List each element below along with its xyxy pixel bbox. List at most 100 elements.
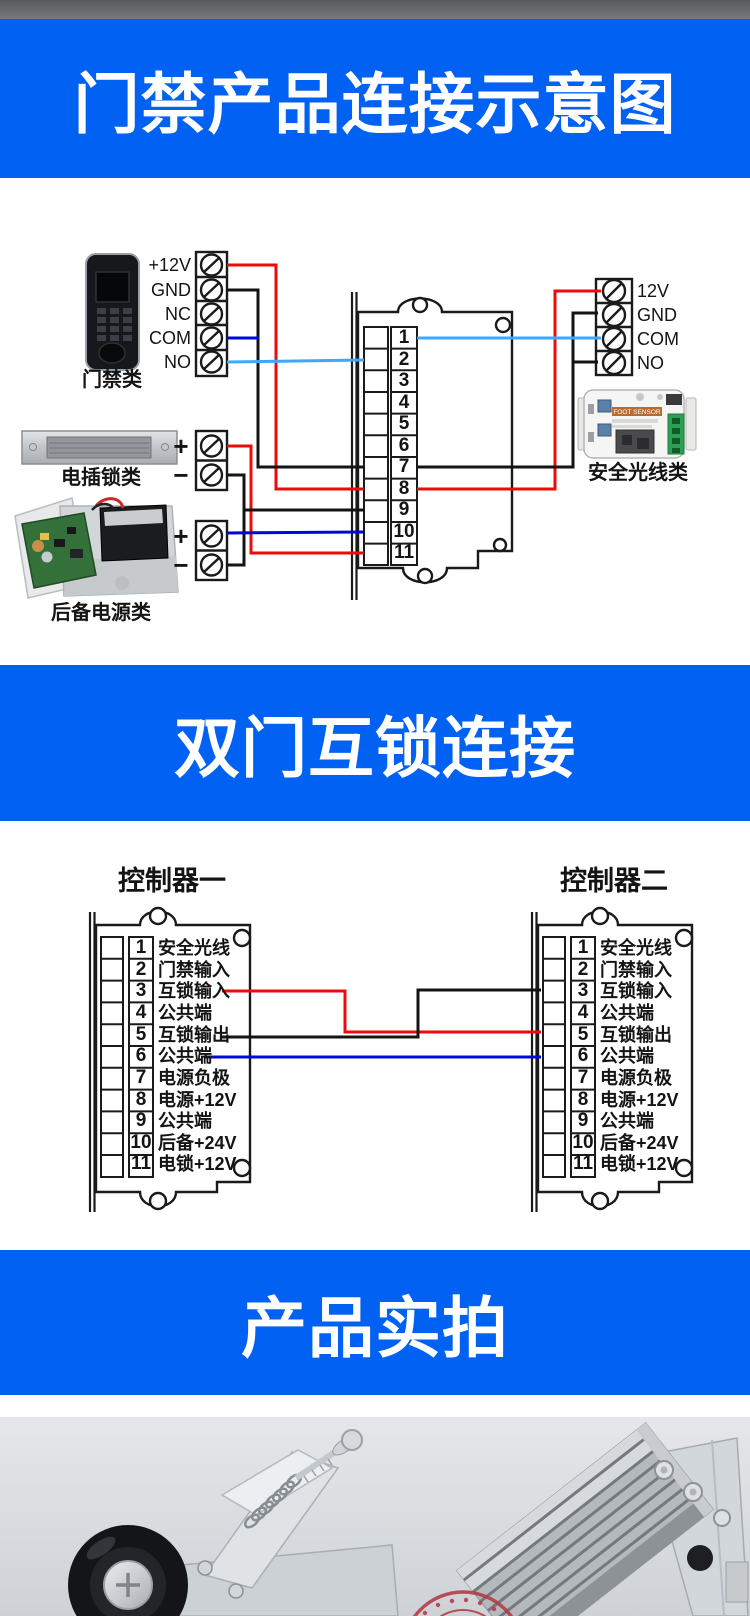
- wires-diagram1: [226, 263, 601, 567]
- wire-lightblue-reader-no: [226, 358, 365, 364]
- c1-row-label: 电锁+12V: [158, 1154, 237, 1174]
- banner-section1: 门禁产品连接示意图: [0, 19, 750, 178]
- c1-row-num: 4: [135, 1002, 147, 1023]
- maglock-caption: 电插锁类: [61, 467, 141, 489]
- c2-row-label: 公共端: [600, 1111, 654, 1131]
- c1-row-num: 9: [135, 1110, 147, 1131]
- backup-minus-sign: −: [173, 550, 189, 580]
- banner-section3: 产品实拍: [0, 1250, 750, 1395]
- banner-section2-title: 双门互锁连接: [174, 711, 576, 785]
- c1-row-num: 7: [135, 1067, 147, 1088]
- reader-terminal-label: GND: [151, 280, 191, 300]
- reader-caption: 门禁类: [82, 369, 142, 391]
- terminal-number: 11: [393, 542, 415, 563]
- backup-plus-sign: +: [173, 521, 189, 551]
- c2-row-num: 11: [572, 1153, 594, 1174]
- reader-terminal-label: NO: [164, 352, 191, 372]
- c2-row-num: 6: [577, 1045, 589, 1066]
- c1-row-label: 互锁输出: [158, 1025, 230, 1045]
- terminal-number: 8: [398, 478, 410, 499]
- terminal-number: 2: [398, 349, 410, 370]
- c2-row-num: 3: [577, 980, 589, 1001]
- controller2-terminal-grid: [542, 936, 596, 1178]
- red-seal-stamp-icon: [412, 1590, 514, 1616]
- c2-row-label: 电源+12V: [600, 1090, 679, 1110]
- controller2-title: 控制器二: [560, 866, 668, 896]
- c2-row-label: 安全光线: [600, 938, 672, 958]
- wires-diagram2: [205, 988, 541, 1059]
- sensor-caption: 安全光线类: [588, 462, 688, 484]
- c1-row-num: 1: [135, 937, 147, 958]
- terminal-number: 7: [398, 456, 410, 477]
- access-wiring-diagram: FOOT SENSOR: [14, 250, 697, 600]
- c2-row-num: 2: [577, 959, 589, 980]
- c2-row-label: 公共端: [600, 1003, 654, 1023]
- reader-terminal-block: [194, 250, 229, 378]
- din-rail-icon: [88, 912, 538, 1212]
- terminal-number: 1: [398, 327, 410, 348]
- output-terminal-label: COM: [637, 329, 679, 349]
- tension-wheel-product-icon: [68, 1429, 399, 1616]
- c1-row-label: 公共端: [158, 1003, 212, 1023]
- product-photo-art: [0, 1417, 750, 1616]
- reader-terminal-label: COM: [149, 328, 191, 348]
- wire-black-interlock-out1-in2: [222, 988, 541, 1039]
- wire-darkblue-backup-plus: [226, 530, 365, 535]
- backup-caption: 后备电源类: [51, 602, 151, 624]
- terminal-number: 4: [398, 392, 410, 413]
- din-rail-icon: [350, 292, 358, 600]
- top-gray-bar: [0, 0, 750, 19]
- c1-row-label: 公共端: [158, 1046, 212, 1066]
- terminal-number: 3: [398, 370, 410, 391]
- banner-section3-title: 产品实拍: [241, 1290, 509, 1365]
- backup-power-icon: [14, 497, 179, 599]
- wire-red-lock-plus: [227, 444, 364, 555]
- c2-row-num: 1: [577, 937, 589, 958]
- controller1-terminal-grid: [100, 936, 154, 1178]
- c2-row-label: 公共端: [600, 1046, 654, 1066]
- banner-section2: 双门互锁连接: [0, 665, 750, 821]
- safety-sensor-icon: FOOT SENSOR: [577, 389, 697, 459]
- c1-row-num: 11: [130, 1153, 152, 1174]
- wire-red-interlock-in1-out2: [222, 989, 541, 1034]
- c1-row-label: 电源+12V: [158, 1090, 237, 1110]
- c1-row-num: 6: [135, 1045, 147, 1066]
- wire-black-reader-gnd: [227, 288, 364, 469]
- wire-black-lock-backup-minus: [227, 473, 364, 567]
- c1-row-num: 2: [135, 959, 147, 980]
- c1-row-label: 互锁输入: [158, 981, 230, 1001]
- fingerprint-reader-icon: [85, 253, 140, 371]
- wire-black-row7-to-sensor-gnd: [417, 311, 598, 469]
- terminal-number: 9: [398, 499, 410, 520]
- wire-red-reader-12v: [227, 263, 364, 491]
- c1-row-label: 后备+24V: [158, 1133, 237, 1153]
- maglock-minus-sign: −: [173, 460, 189, 490]
- c2-row-label: 后备+24V: [600, 1133, 679, 1153]
- maglock-terminal-block: [194, 429, 229, 492]
- c2-row-label: 电源负极: [600, 1068, 672, 1088]
- wire-red-row8-to-sensor-12v: [417, 289, 601, 491]
- interlock-wiring-diagram: [88, 906, 694, 1212]
- controller-terminal-grid: [363, 326, 418, 566]
- motor-product-icon: [455, 1422, 749, 1616]
- c1-row-label: 电源负极: [158, 1068, 230, 1088]
- output-terminal-block: [594, 277, 634, 377]
- maglock-plus-sign: +: [173, 431, 189, 461]
- c2-row-num: 5: [577, 1024, 589, 1045]
- sensor-module-text: FOOT SENSOR: [613, 409, 660, 416]
- c2-row-label: 互锁输出: [600, 1025, 672, 1045]
- c2-row-label: 互锁输入: [600, 981, 672, 1001]
- c1-row-num: 10: [130, 1132, 152, 1153]
- c1-row-num: 8: [135, 1089, 147, 1110]
- c2-row-num: 10: [572, 1132, 594, 1153]
- c2-row-label: 门禁输入: [600, 960, 672, 980]
- output-terminal-label: GND: [637, 305, 677, 325]
- output-terminal-label: 12V: [637, 281, 670, 301]
- c1-row-num: 5: [135, 1024, 147, 1045]
- terminal-number: 5: [398, 413, 410, 434]
- product-photo: [0, 1417, 750, 1616]
- maglock-icon: [21, 430, 178, 465]
- c2-row-num: 4: [577, 1002, 589, 1023]
- c2-row-num: 7: [577, 1067, 589, 1088]
